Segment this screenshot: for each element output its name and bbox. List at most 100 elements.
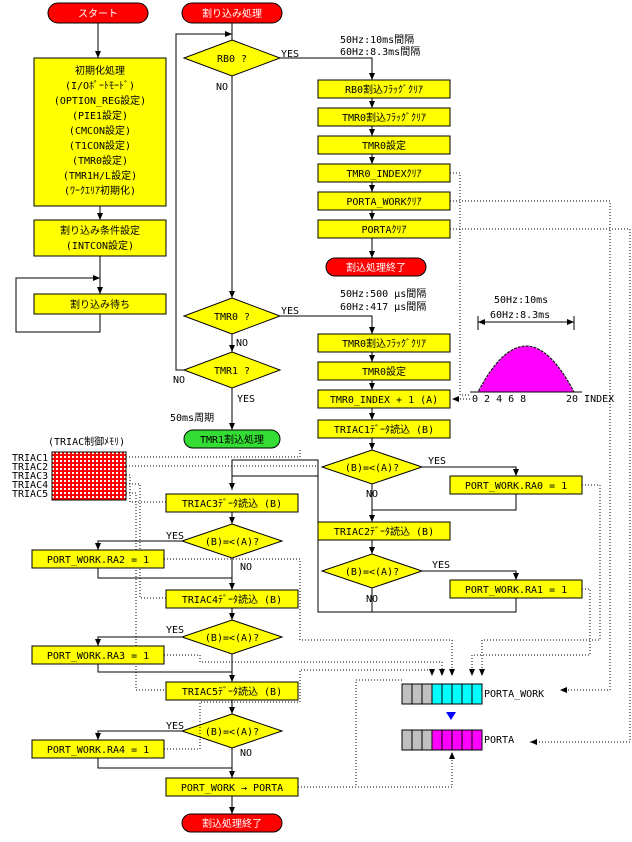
ra0-label: PORT_WORK.RA0 = 1 bbox=[465, 481, 567, 492]
period-label: 50ms周期 bbox=[170, 412, 214, 424]
rb0-step-3-label: TMR0設定 bbox=[362, 139, 406, 152]
wave-note-2: 60Hz:8.3ms bbox=[490, 310, 550, 321]
init-line-9: (ﾜｰｸｴﾘｱ初期化) bbox=[64, 184, 136, 197]
init-line-8: (TMR1H/L設定) bbox=[63, 169, 137, 182]
rb0-step-2 bbox=[317, 107, 451, 127]
tmr0-branch: 50Hz:500 μs間隔 60Hz:417 μs間隔 TMR0割込ﾌﾗｯｸﾞｸ… bbox=[229, 288, 601, 676]
tmr0-step-3 bbox=[317, 389, 451, 409]
tmr1-question: TMR1 ? bbox=[214, 366, 250, 377]
rb0-step-1-label: RB0割込ﾌﾗｯｸﾞｸﾘｱ bbox=[345, 83, 423, 96]
rb0-step-4-label: TMR0_INDEXｸﾘｱ bbox=[346, 168, 421, 180]
tmr0-note-2: 60Hz:417 μs間隔 bbox=[340, 301, 426, 313]
tmr0-step-2 bbox=[317, 361, 451, 381]
cmp2-question: (B)=<(A)? bbox=[345, 567, 399, 578]
cmp3-question: (B)=<(A)? bbox=[205, 537, 259, 548]
rb0-note-1: 50Hz:10ms間隔 bbox=[340, 34, 414, 46]
init-line-1: 初期化処理 bbox=[75, 64, 125, 77]
tmr1-no: NO bbox=[173, 375, 185, 386]
tmr0-no: NO bbox=[236, 338, 248, 349]
porta-label: PORTA bbox=[484, 735, 514, 746]
rb0-branch: 50Hz:10ms間隔 60Hz:8.3ms間隔 RB0割込ﾌﾗｯｸﾞｸﾘｱ T… bbox=[317, 34, 631, 745]
end-label: 割込処理終了 bbox=[202, 817, 262, 830]
intcon-line-2: (INTCON設定) bbox=[66, 239, 134, 252]
rb0-step-2-label: TMR0割込ﾌﾗｯｸﾞｸﾘｱ bbox=[342, 111, 426, 124]
main-flow: スタート 初期化処理 (I/Oﾎﾟｰﾄﾓｰﾄﾞ) (OPTION_REG設定) … bbox=[15, 2, 167, 333]
rb0-end-label: 割込処理終了 bbox=[346, 261, 406, 274]
rb0-no: NO bbox=[216, 82, 228, 93]
triac1-read-label: TRIAC1ﾃﾞｰﾀ読込 (B) bbox=[334, 423, 434, 436]
init-line-5: (CMCON設定) bbox=[69, 124, 131, 137]
tmr1-proc-label: TMR1割込処理 bbox=[200, 433, 264, 446]
rb0-step-1 bbox=[317, 79, 451, 99]
ra4-label: PORT_WORK.RA4 = 1 bbox=[47, 745, 149, 756]
tmr0-step-1-label: TMR0割込ﾌﾗｯｸﾞｸﾘｱ bbox=[342, 337, 426, 350]
end-terminal bbox=[181, 813, 283, 833]
wave-shape bbox=[477, 345, 575, 393]
cmp4-question: (B)=<(A)? bbox=[205, 633, 259, 644]
transfer-arrow-icon bbox=[446, 712, 456, 720]
cmp2-yes: YES bbox=[432, 560, 450, 571]
tmr1-yes: YES bbox=[237, 394, 255, 405]
tmr0-yes: YES bbox=[281, 306, 299, 317]
tmr0-step-1 bbox=[317, 333, 451, 353]
cmp5-question: (B)=<(A)? bbox=[205, 727, 259, 738]
cmp3-no: NO bbox=[240, 562, 252, 573]
rb0-end-terminal bbox=[325, 257, 427, 277]
ra1-label: PORT_WORK.RA1 = 1 bbox=[465, 585, 567, 596]
wave-axis: 0 2 4 6 8 bbox=[472, 394, 526, 405]
output-label: PORT_WORK → PORTA bbox=[181, 783, 283, 794]
rb0-question: RB0 ? bbox=[217, 54, 247, 65]
rb0-step-5-label: PORTA_WORKｸﾘｱ bbox=[346, 196, 421, 208]
cmp4-yes: YES bbox=[166, 625, 184, 636]
wait-loop bbox=[15, 275, 101, 333]
tmr0-step-2-label: TMR0設定 bbox=[362, 365, 406, 378]
memory-title: (TRIAC制御ﾒﾓﾘ) bbox=[48, 435, 125, 448]
rb0-step-6-label: PORTAｸﾘｱ bbox=[361, 224, 406, 236]
center-column: TRIAC3ﾃﾞｰﾀ読込 (B) (B)=<(A)? YES NO PORT_W… bbox=[31, 475, 455, 833]
memory-label-3: TRIAC3 bbox=[12, 471, 48, 482]
cmp1-yes: YES bbox=[428, 456, 446, 467]
isr-title: 割り込み処理 bbox=[202, 7, 262, 20]
tmr0-note-1: 50Hz:500 μs間隔 bbox=[340, 288, 426, 300]
tmr1-proc-terminal bbox=[183, 429, 281, 449]
cmp1-question: (B)=<(A)? bbox=[345, 463, 399, 474]
init-line-4: (PIE1設定) bbox=[72, 109, 128, 122]
init-line-3: (OPTION_REG設定) bbox=[54, 94, 146, 107]
cmp3-yes: YES bbox=[166, 531, 184, 542]
init-line-6: (T1CON設定) bbox=[69, 139, 131, 152]
triac2-read-label: TRIAC2ﾃﾞｰﾀ読込 (B) bbox=[334, 525, 434, 538]
waveform: 50Hz:10ms 60Hz:8.3ms 0 2 4 6 8 20 INDEX bbox=[470, 295, 614, 405]
tmr0-step-3-label: TMR0_INDEX + 1 (A) bbox=[330, 395, 438, 406]
registers: PORTA_WORK PORTA bbox=[401, 683, 544, 751]
triac1-read-box bbox=[317, 419, 451, 439]
cmp5-no: NO bbox=[240, 748, 252, 759]
triac4-read-label: TRIAC4ﾃﾞｰﾀ読込 (B) bbox=[182, 593, 282, 606]
memory-label-4: TRIAC4 bbox=[12, 480, 48, 491]
isr-column: 割り込み処理 RB0 ? NO YES TMR0 ? YES NO TMR1 ?… bbox=[170, 2, 375, 449]
ra2-label: PORT_WORK.RA2 = 1 bbox=[47, 555, 149, 566]
memory-label-1: TRIAC1 bbox=[12, 453, 48, 464]
wait-label: 割り込み待ち bbox=[70, 298, 130, 311]
porta-work-register bbox=[471, 683, 483, 705]
start-label: スタート bbox=[78, 8, 118, 20]
memory-grid bbox=[51, 451, 127, 501]
intcon-line-1: 割り込み条件設定 bbox=[60, 224, 140, 237]
rb0-yes: YES bbox=[281, 49, 299, 60]
tmr0-question: TMR0 ? bbox=[214, 312, 250, 323]
porta-work-label: PORTA_WORK bbox=[484, 689, 544, 700]
triac-memory: (TRIAC制御ﾒﾓﾘ) TRIAC1 TRIAC2 TRIAC3 TRIAC4… bbox=[12, 435, 319, 691]
init-box bbox=[33, 57, 167, 207]
wave-note-1: 50Hz:10ms bbox=[494, 295, 548, 306]
ra3-label: PORT_WORK.RA3 = 1 bbox=[47, 651, 149, 662]
triac3-read-label: TRIAC3ﾃﾞｰﾀ読込 (B) bbox=[182, 497, 282, 510]
cmp5-yes: YES bbox=[166, 721, 184, 732]
init-line-2: (I/Oﾎﾟｰﾄﾓｰﾄﾞ) bbox=[65, 80, 135, 92]
rb0-note-2: 60Hz:8.3ms間隔 bbox=[340, 46, 420, 58]
memory-label-2: TRIAC2 bbox=[12, 462, 48, 473]
porta-register bbox=[471, 729, 483, 751]
wave-end: 20 INDEX bbox=[566, 394, 614, 405]
init-line-7: (TMR0設定) bbox=[72, 154, 128, 167]
triac5-read-label: TRIAC5ﾃﾞｰﾀ読込 (B) bbox=[182, 685, 282, 698]
memory-label-5: TRIAC5 bbox=[12, 489, 48, 500]
